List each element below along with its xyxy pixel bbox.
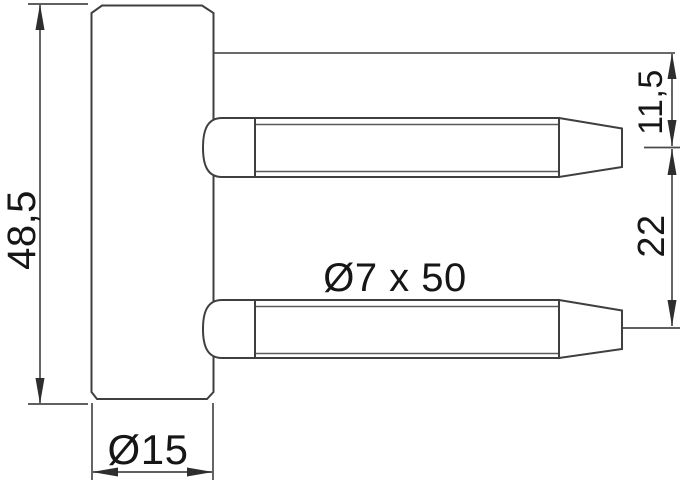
arrow-up-icon [667,53,677,79]
pin-bottom-tip [558,298,623,360]
dim-body-diameter-label: Ø15 [108,426,189,473]
arrow-down-icon [35,378,45,404]
dim-pin-top-offset: 11,5 [632,53,680,149]
dim-body-height: 48,5 [0,3,88,405]
arrow-up-icon [35,4,45,30]
body-outline [90,4,215,400]
arrow-left-icon [92,467,118,477]
pin-top [201,116,623,179]
dim-pin-top-offset-label: 11,5 [632,69,670,135]
dim-body-diameter: Ø15 [91,403,214,480]
pin-spec-label: Ø7 x 50 [323,256,467,300]
pin-bottom [201,298,623,360]
pin-bottom-cap [201,299,256,359]
arrow-down-icon [667,300,677,326]
pin-bottom-shaft [254,299,560,359]
pin-top-cap [201,117,256,178]
dim-pin-center-distance-label: 22 [631,214,673,257]
pin-top-shaft [254,117,560,178]
dim-body-height-label: 48,5 [0,190,44,270]
arrow-up-icon [667,149,677,175]
pin-top-tip [558,116,623,179]
arrow-right-icon [187,467,213,477]
arrow-down-icon [667,120,677,146]
dim-pin-center-distance: 22 [631,149,677,326]
